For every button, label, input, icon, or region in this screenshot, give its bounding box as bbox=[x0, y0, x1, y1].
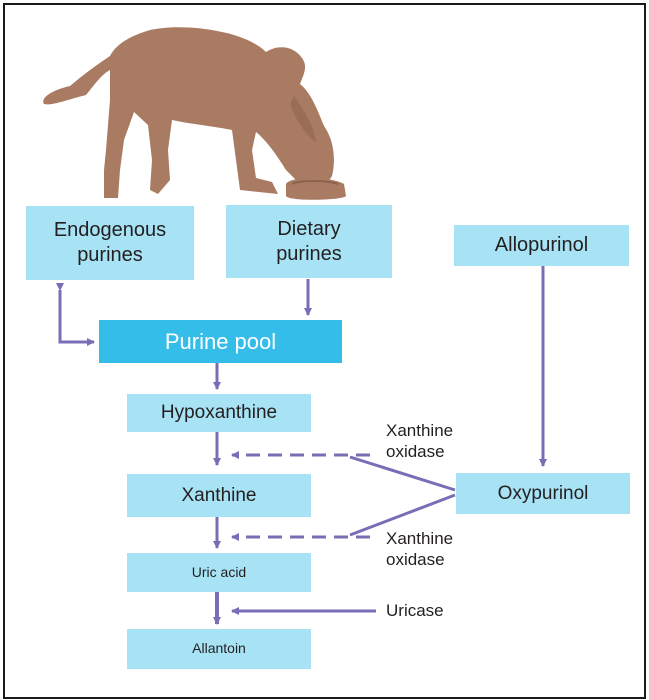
xanthine-label: Xanthine bbox=[181, 484, 256, 508]
xanthine-oxidase-label-2: Xanthine oxidase bbox=[386, 528, 476, 571]
endogenous-purines-box: Endogenous purines bbox=[26, 206, 194, 280]
oxypurinol-label: Oxypurinol bbox=[498, 482, 589, 506]
dietary-purines-box: Dietary purines bbox=[226, 205, 392, 278]
allantoin-label: Allantoin bbox=[192, 640, 246, 658]
uricase-label: Uricase bbox=[386, 600, 444, 621]
dietary-purines-label: Dietary purines bbox=[264, 217, 354, 267]
hypoxanthine-box: Hypoxanthine bbox=[127, 394, 311, 432]
endogenous-purines-label: Endogenous purines bbox=[50, 218, 170, 268]
uric-acid-label: Uric acid bbox=[192, 564, 246, 582]
purine-pool-box: Purine pool bbox=[99, 320, 342, 363]
dog-body bbox=[43, 27, 334, 198]
uric-acid-box: Uric acid bbox=[127, 553, 311, 592]
hypoxanthine-label: Hypoxanthine bbox=[161, 401, 277, 425]
xanthine-oxidase-label-1: Xanthine oxidase bbox=[386, 420, 476, 463]
purine-pool-label: Purine pool bbox=[165, 328, 276, 356]
allopurinol-label: Allopurinol bbox=[495, 233, 588, 258]
endogenous-pool-arrow bbox=[60, 290, 94, 342]
oxypurinol-box: Oxypurinol bbox=[456, 473, 630, 514]
xanthine-box: Xanthine bbox=[127, 474, 311, 517]
food-bowl bbox=[286, 178, 346, 200]
dog-illustration bbox=[43, 27, 334, 198]
allantoin-box: Allantoin bbox=[127, 629, 311, 669]
allopurinol-box: Allopurinol bbox=[454, 225, 629, 266]
